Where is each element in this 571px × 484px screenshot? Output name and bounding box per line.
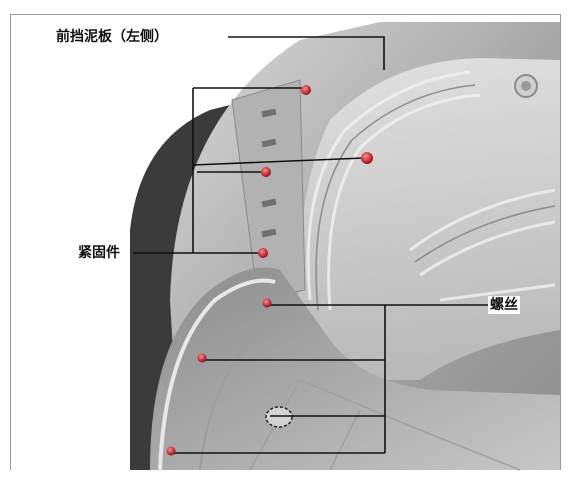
lower-liner [150,267,560,470]
frame-left-border [10,14,11,470]
screw-dot-3 [166,446,176,456]
highlight-circle [265,406,293,428]
fastener-dot-3 [261,167,271,177]
callout-lines [133,36,488,454]
screw-dot-1 [262,298,272,308]
panel-ridges [306,70,556,311]
frame-right-border [560,14,561,470]
fastener-dot-2 [361,152,373,164]
fastener-dot-4 [258,248,268,258]
label-fastener: 紧固件 [76,244,122,262]
frame-top-border [10,14,561,15]
fastener-markers [258,85,373,258]
label-screw: 螺丝 [488,296,520,314]
fastener-dot-1 [301,85,311,95]
side-flange [231,79,306,301]
screw-dot-2 [197,353,207,363]
label-fender-liner: 前挡泥板（左侧） [54,28,170,46]
screw-markers [166,298,272,456]
